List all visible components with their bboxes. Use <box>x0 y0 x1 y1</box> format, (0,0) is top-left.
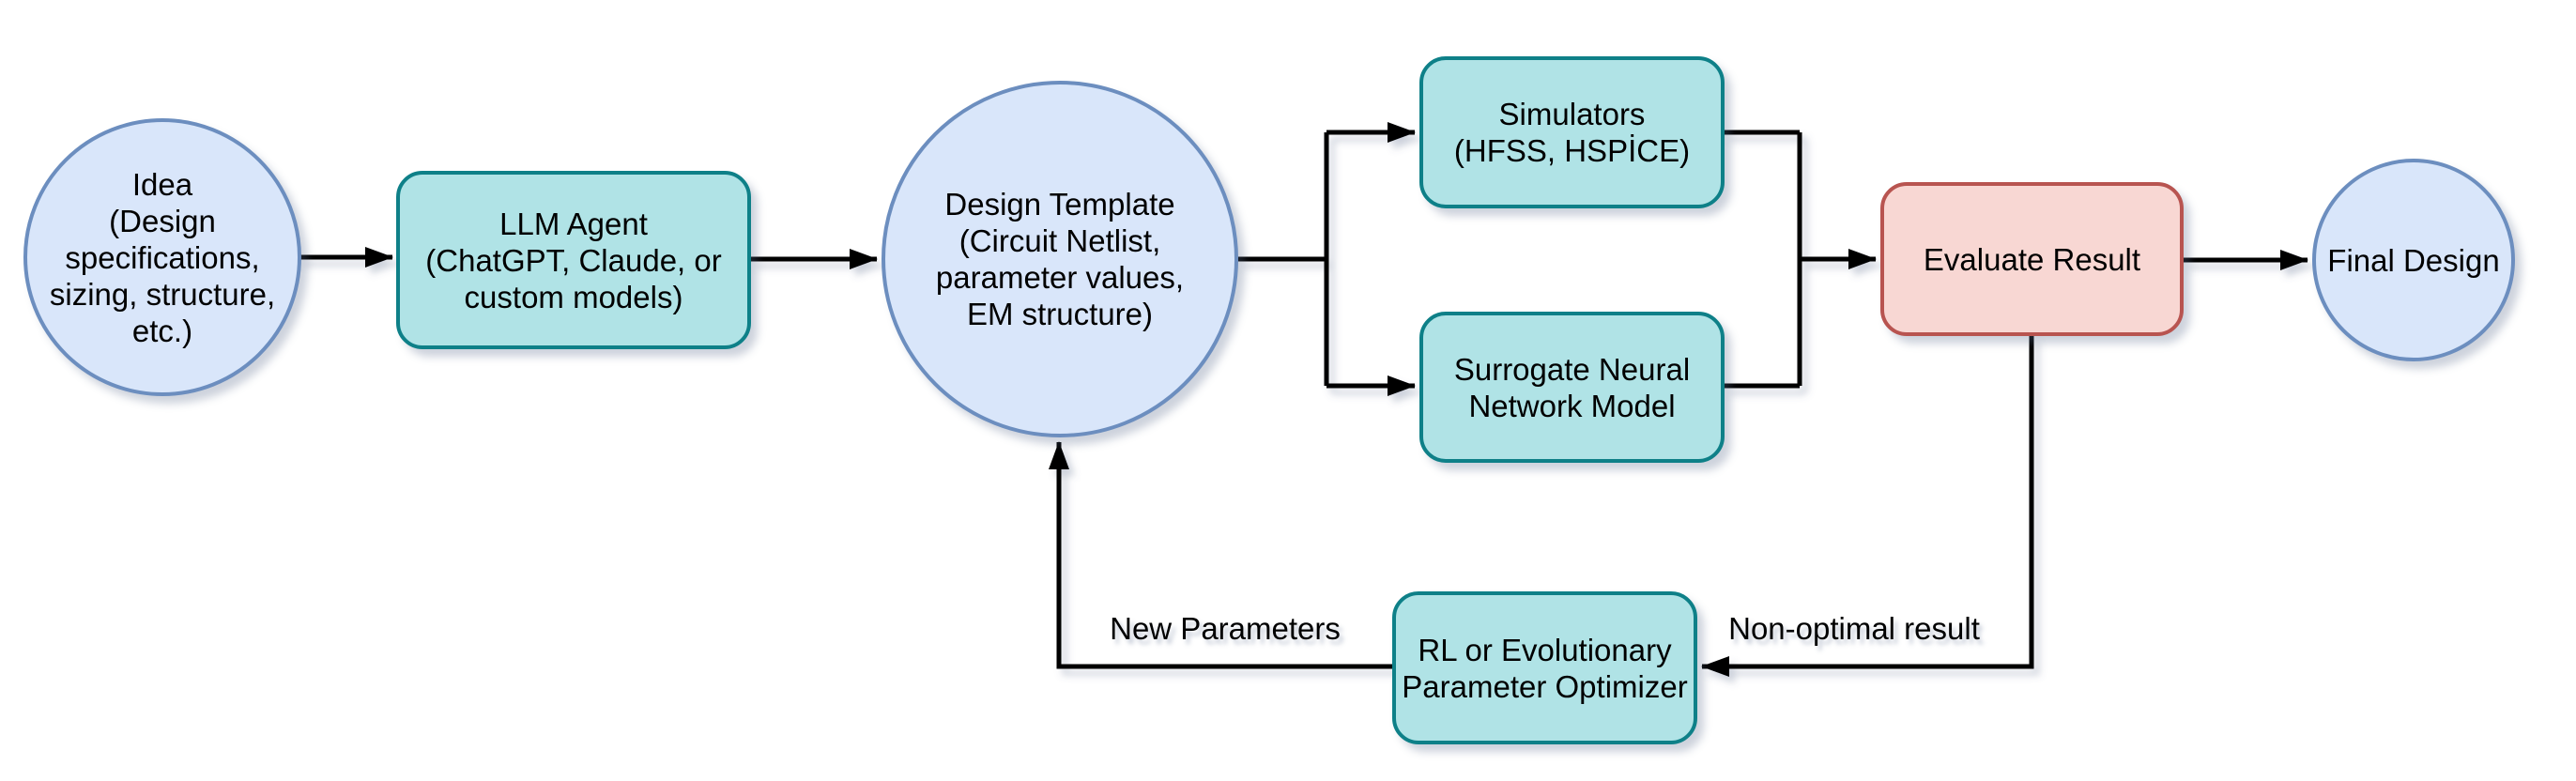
node-simulators-label: Simulators (HFSS, HSPİCE) <box>1453 97 1691 168</box>
node-llm-agent-label: LLM Agent (ChatGPT, Claude, or custom mo… <box>425 206 722 314</box>
node-final-design: Final Design <box>2312 159 2515 361</box>
node-parameter-optimizer: RL or Evolutionary Parameter Optimizer <box>1392 591 1697 744</box>
node-design-template-label: Design Template (Circuit Netlist, parame… <box>935 187 1185 331</box>
node-surrogate-nn-label: Surrogate Neural Network Model <box>1453 351 1691 423</box>
node-design-template: Design Template (Circuit Netlist, parame… <box>882 81 1238 437</box>
node-parameter-optimizer-label: RL or Evolutionary Parameter Optimizer <box>1402 632 1688 704</box>
node-idea: Idea (Design specifications, sizing, str… <box>23 118 301 396</box>
edge-label-non-optimal-result: Non-optimal result <box>1728 611 1980 646</box>
edge-evaluate-result-to-parameter-optimizer <box>1701 336 2034 677</box>
edge-parameter-optimizer-to-design-template <box>1049 441 1392 669</box>
node-surrogate-nn: Surrogate Neural Network Model <box>1419 312 1725 463</box>
node-final-design-label: Final Design <box>2327 242 2500 278</box>
node-simulators: Simulators (HFSS, HSPİCE) <box>1419 56 1725 208</box>
node-evaluate-result: Evaluate Result <box>1880 182 2184 336</box>
node-idea-label: Idea (Design specifications, sizing, str… <box>49 166 276 348</box>
node-llm-agent: LLM Agent (ChatGPT, Claude, or custom mo… <box>396 171 751 349</box>
edge-label-new-parameters: New Parameters <box>1110 611 1341 646</box>
node-evaluate-result-label: Evaluate Result <box>1923 241 2141 277</box>
